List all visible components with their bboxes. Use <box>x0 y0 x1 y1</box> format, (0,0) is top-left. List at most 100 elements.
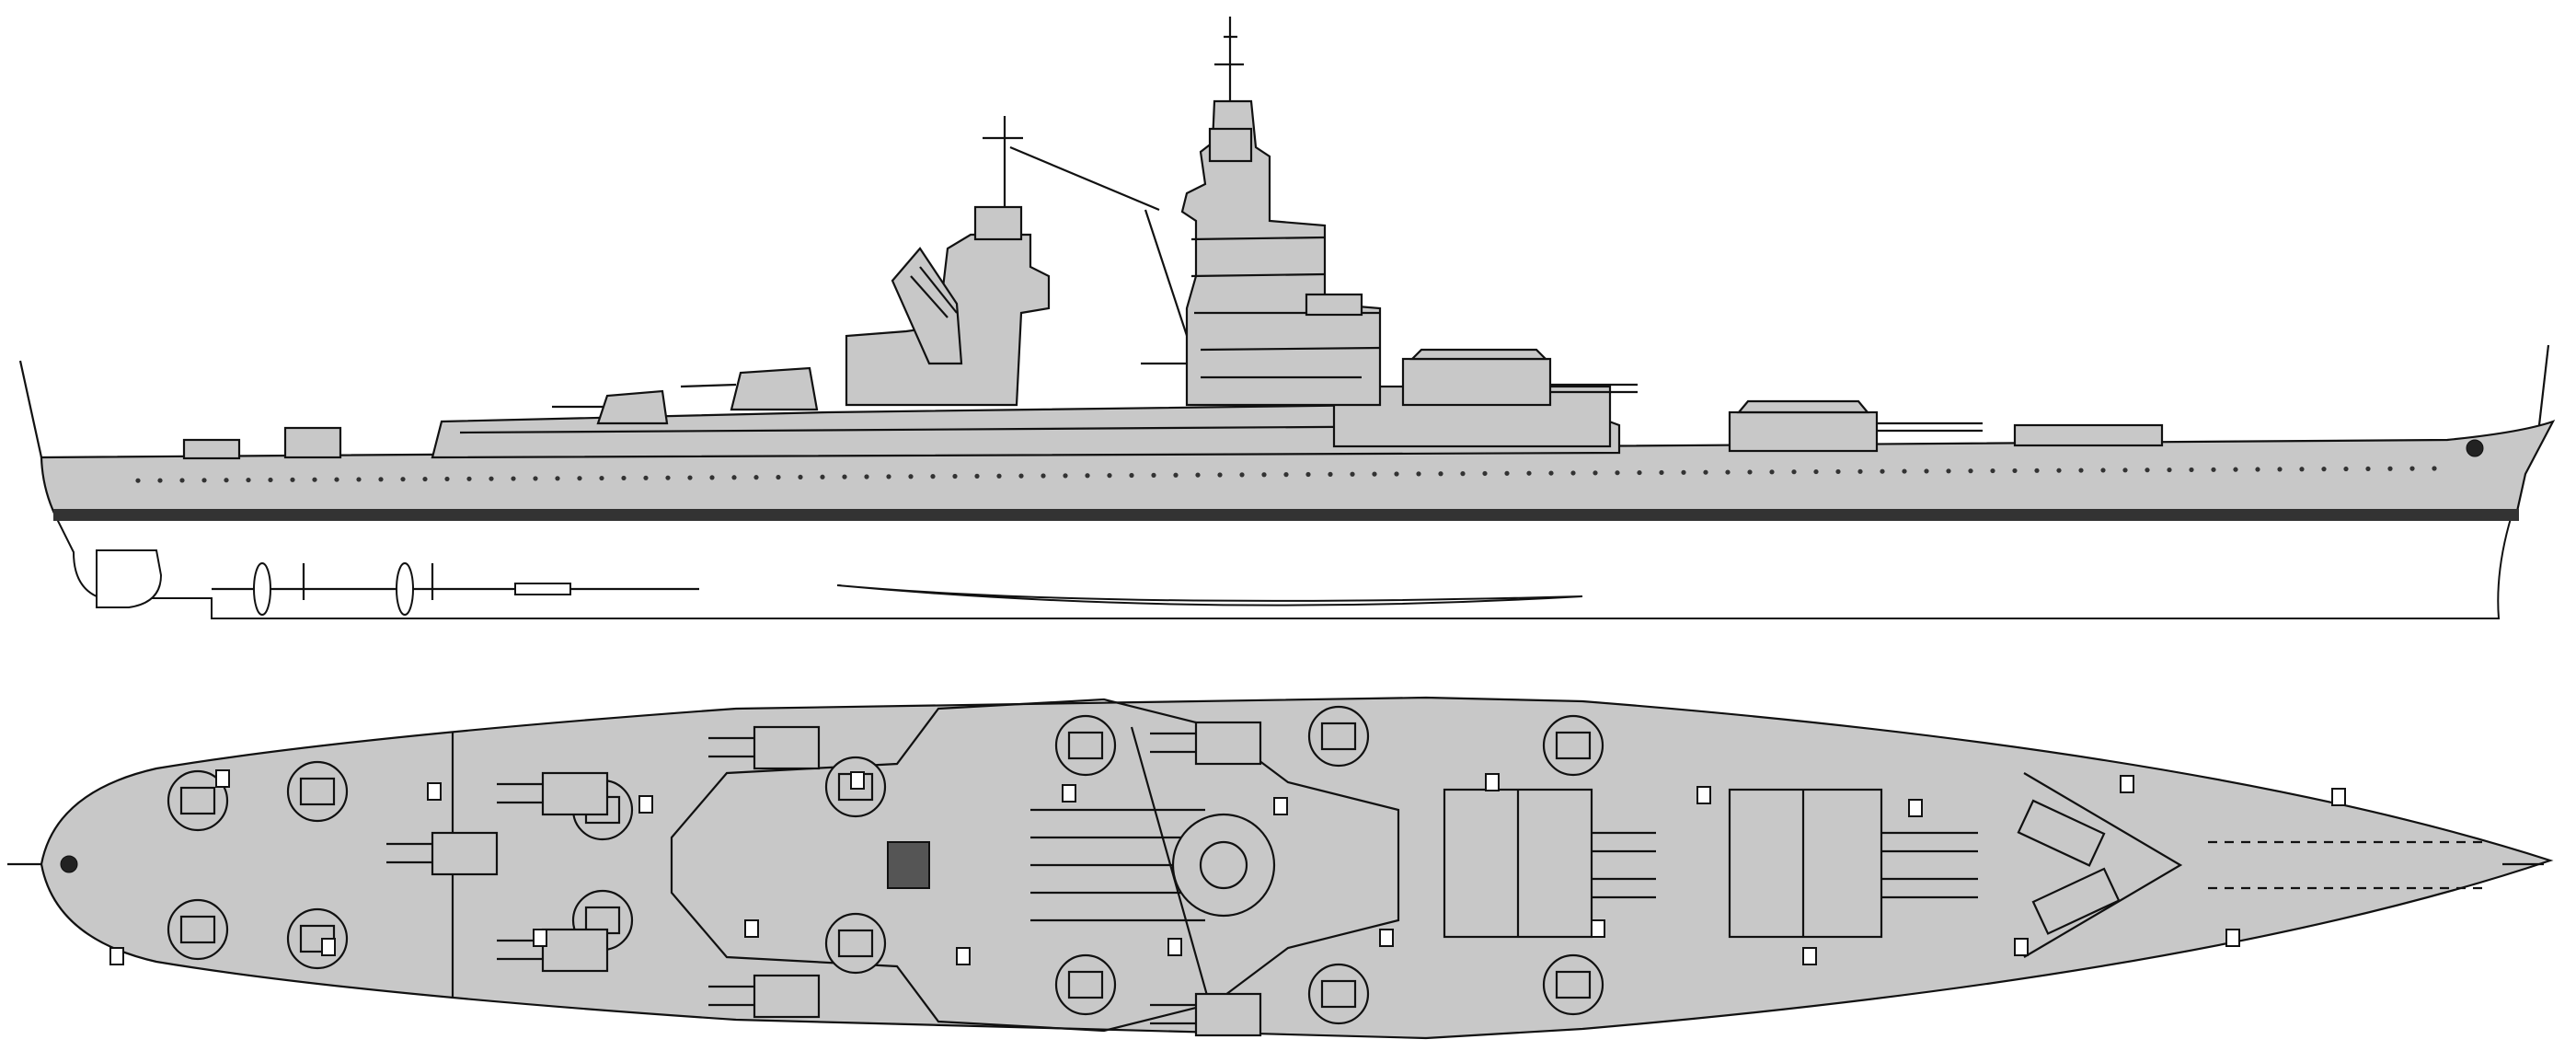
porthole <box>224 478 229 483</box>
porthole <box>268 477 273 483</box>
porthole <box>1283 472 1289 478</box>
porthole <box>731 475 737 480</box>
boot-topping-stripe <box>53 509 2519 521</box>
porthole <box>2409 466 2415 471</box>
secondary-mount <box>753 725 821 770</box>
rudder <box>96 549 163 608</box>
porthole <box>1570 470 1576 476</box>
hull-side <box>40 420 2556 517</box>
aa-gun <box>179 915 216 944</box>
deck-outline <box>40 696 2554 1040</box>
deck-fitting <box>215 769 230 788</box>
porthole <box>2189 467 2194 473</box>
porthole <box>1968 468 1973 474</box>
porthole <box>1835 468 1841 475</box>
deck-fitting <box>1062 784 1076 803</box>
porthole <box>1151 472 1156 478</box>
porthole <box>511 476 516 481</box>
aa-gun <box>1320 979 1357 1009</box>
secondary-mount <box>541 771 609 816</box>
porthole <box>2100 468 2106 473</box>
porthole <box>930 474 936 479</box>
porthole <box>2145 468 2150 473</box>
porthole <box>820 474 825 479</box>
aa-gun <box>1067 731 1104 760</box>
porthole <box>1018 473 1024 479</box>
main-turret-2 <box>1401 348 1638 407</box>
deck-fitting <box>2014 938 2029 956</box>
porthole <box>1482 470 1488 477</box>
porthole <box>577 476 582 481</box>
porthole <box>687 475 693 480</box>
porthole <box>1703 469 1708 475</box>
porthole <box>1526 470 1532 476</box>
porthole <box>356 477 362 482</box>
deck-fitting <box>321 938 336 956</box>
deck-fitting <box>2331 788 2346 806</box>
porthole <box>1173 472 1179 478</box>
porthole <box>312 477 317 482</box>
porthole <box>1460 470 1466 477</box>
secondary-mount <box>1194 721 1262 766</box>
porthole <box>1615 470 1620 476</box>
deck-fitting <box>2120 775 2134 793</box>
deck-fitting <box>1273 797 1288 815</box>
porthole <box>466 476 472 481</box>
propeller-shafts <box>212 562 699 616</box>
main-director <box>1208 127 1253 163</box>
porthole <box>290 477 295 482</box>
main-turret-1-plan <box>1728 788 1978 939</box>
porthole <box>2167 467 2172 473</box>
porthole <box>334 477 339 482</box>
aa-gun <box>1555 731 1592 760</box>
porthole <box>1813 468 1819 475</box>
porthole <box>1548 470 1554 476</box>
porthole <box>1880 468 1885 474</box>
anchor-chains <box>2208 840 2484 890</box>
porthole <box>2277 467 2283 472</box>
secondary-turret <box>680 366 819 411</box>
deck-fitting <box>956 947 971 965</box>
porthole <box>753 475 759 480</box>
porthole <box>709 475 715 480</box>
porthole <box>179 478 185 483</box>
profile-view <box>18 17 2556 619</box>
porthole <box>1416 471 1421 477</box>
porthole <box>1637 469 1642 476</box>
deck-fitting <box>1379 929 1394 947</box>
porthole <box>400 477 406 482</box>
porthole <box>621 475 627 481</box>
porthole <box>1902 468 1907 474</box>
porthole <box>1394 471 1399 477</box>
porthole <box>886 474 891 479</box>
funnel <box>891 247 963 365</box>
aa-gun <box>837 929 874 958</box>
crane <box>1009 145 1206 365</box>
porthole <box>1261 472 1267 478</box>
porthole <box>1129 472 1134 479</box>
secondary-mount <box>1194 992 1262 1037</box>
porthole <box>1946 468 1951 474</box>
porthole <box>1681 469 1686 475</box>
after-director <box>973 205 1023 241</box>
porthole <box>996 473 1002 479</box>
porthole <box>908 474 914 479</box>
porthole <box>1725 469 1731 475</box>
porthole <box>1195 472 1201 478</box>
deck-fitting <box>427 782 442 801</box>
aa-gun <box>1555 970 1592 999</box>
porthole <box>157 478 163 483</box>
porthole <box>444 476 450 482</box>
porthole <box>1328 471 1333 477</box>
porthole <box>378 477 384 482</box>
porthole <box>2255 467 2260 472</box>
deck-fitting <box>744 919 759 938</box>
after-mast <box>983 116 1023 207</box>
porthole <box>643 475 649 480</box>
porthole <box>1593 470 1598 476</box>
deck-fitting <box>1802 947 1817 965</box>
porthole <box>2299 467 2305 472</box>
ensign-staff <box>18 360 43 458</box>
jackstaff <box>2537 344 2550 426</box>
